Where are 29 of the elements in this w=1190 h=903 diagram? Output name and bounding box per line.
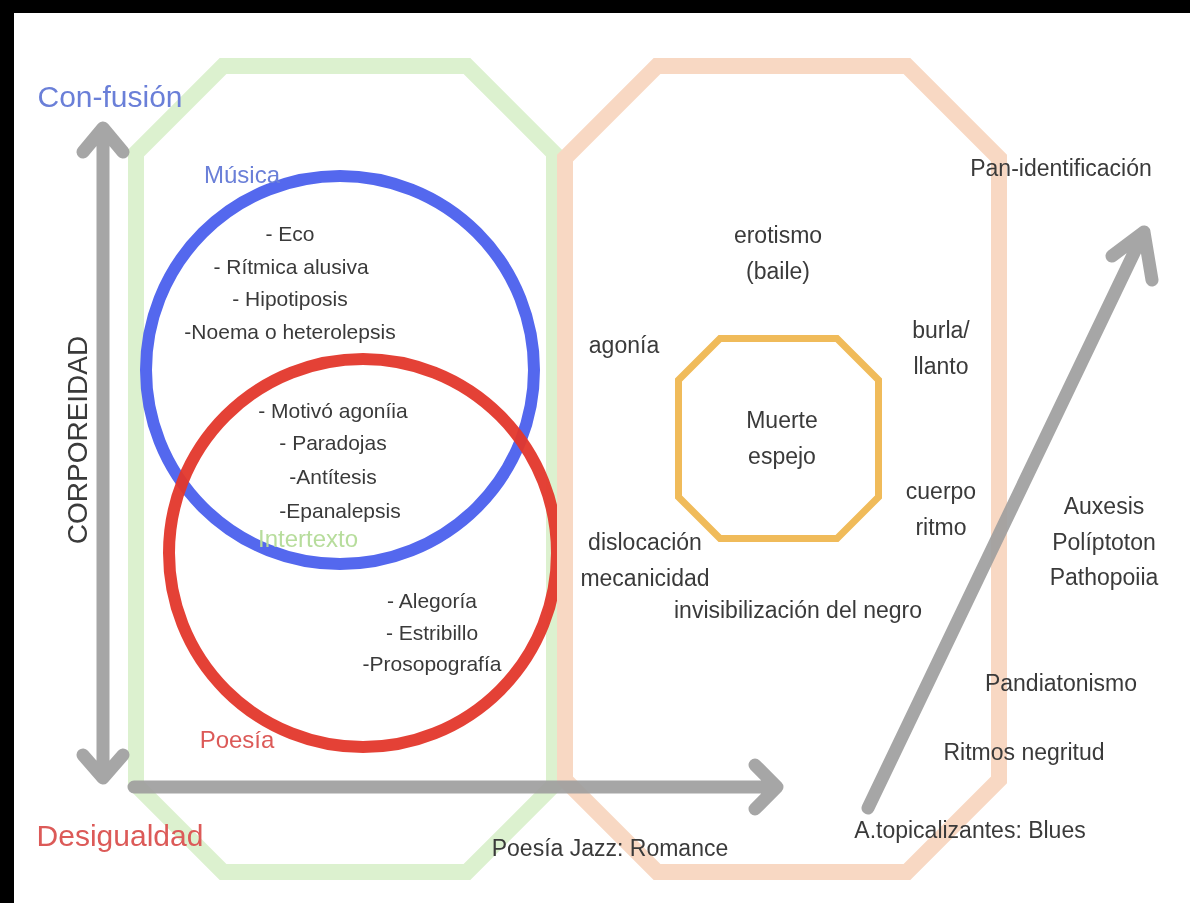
concept-label: Pandiatonismo <box>984 669 1138 698</box>
axis-label: Pan-identificación <box>970 154 1152 183</box>
axis-label: A.topicalizantes: Blues <box>854 816 1086 845</box>
concept-label: invisibilización del negro <box>673 596 923 625</box>
list-item: - Eco <box>265 221 315 247</box>
group-heading: Intertexto <box>257 524 359 554</box>
list-item: - Estribillo <box>385 620 479 646</box>
center-label: Muerte espejo <box>745 406 819 471</box>
concept-label: cuerpo ritmo <box>904 477 978 542</box>
concept-label: Ritmos negritud <box>943 738 1105 767</box>
axis-label: Desigualdad <box>36 818 204 854</box>
axis-label: CORPOREIDAD <box>61 335 95 545</box>
list-item: - Rítmica alusiva <box>213 254 369 280</box>
axis-label: Con-fusión <box>37 79 183 115</box>
list-item: -Antítesis <box>289 464 377 490</box>
concept-label: agonía <box>588 331 660 360</box>
list-item: - Paradojas <box>279 430 387 456</box>
axis-label: Poesía Jazz: Romance <box>491 834 729 863</box>
list-item: - Alegoría <box>387 588 477 614</box>
group-heading: Música <box>204 160 280 190</box>
list-item: -Prosopografía <box>362 651 502 677</box>
concept-label: Auxesis Políptoton Pathopoiia <box>1048 492 1160 593</box>
concept-label: burla/ llanto <box>911 316 971 381</box>
list-item: -Noema o heterolepsis <box>184 319 396 345</box>
list-item: -Epanalepsis <box>279 498 401 524</box>
group-heading: Poesía <box>199 725 275 755</box>
concept-label: erotismo (baile) <box>732 221 824 286</box>
list-item: - Motivó agoníia <box>258 398 408 424</box>
list-item: - Hipotiposis <box>232 286 348 312</box>
